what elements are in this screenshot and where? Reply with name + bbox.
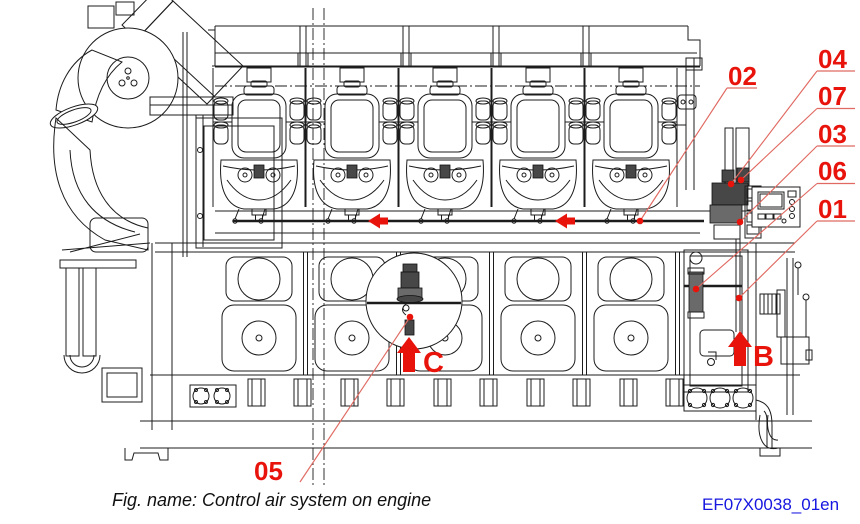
charge-air-cooler xyxy=(195,117,283,249)
deck-lines xyxy=(155,210,795,253)
marker-B: B xyxy=(753,341,774,373)
pipe-flow-arrow-1 xyxy=(368,213,388,229)
marker-C: C xyxy=(423,347,444,379)
callout-07: 07 xyxy=(818,81,847,111)
callout-01: 01 xyxy=(818,194,847,224)
pipe-flow-arrow-2 xyxy=(555,213,575,229)
cylinder-units xyxy=(212,67,678,224)
callout-02: 02 xyxy=(728,61,757,91)
annotations: 02 04 07 03 06 01 05 B C xyxy=(254,44,855,486)
control-air-unit xyxy=(683,127,801,420)
callout-05: 05 xyxy=(254,456,283,486)
callout-03: 03 xyxy=(818,119,847,149)
connection-arrow-B xyxy=(728,331,752,366)
figure-caption: Fig. name: Control air system on engine xyxy=(112,490,432,510)
camdrive-cover-and-valve-05 xyxy=(365,252,463,350)
callout-04: 04 xyxy=(818,44,847,74)
center-lines xyxy=(215,8,700,487)
engine-base xyxy=(124,378,812,461)
crankcase xyxy=(150,252,800,376)
document-code: EF07X0038_01en xyxy=(702,495,840,514)
flywheel-end-lower xyxy=(683,258,813,457)
callout-06: 06 xyxy=(818,156,847,186)
front-end-piping xyxy=(59,233,173,430)
turbocharger xyxy=(49,0,244,257)
top-gallery xyxy=(208,25,701,68)
connection-arrow-C xyxy=(397,337,421,372)
end-housing-top xyxy=(668,57,703,190)
